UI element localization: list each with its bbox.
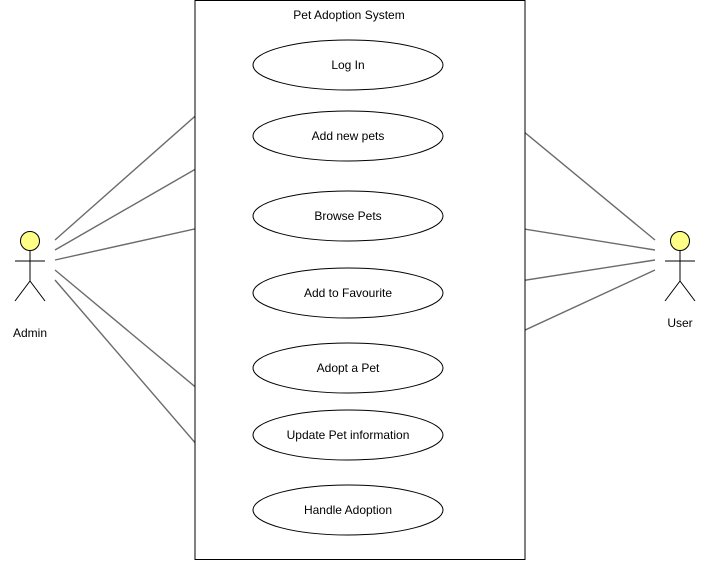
use-case-label: Adopt a Pet: [317, 361, 380, 375]
actor-right-leg: [29, 280, 46, 302]
actor-head-icon: [670, 231, 690, 251]
use-case-update-pet-information: Update Pet information: [252, 409, 444, 461]
use-case-label: Update Pet information: [287, 428, 410, 442]
use-case-label: Browse Pets: [314, 209, 381, 223]
use-case-label: Handle Adoption: [304, 503, 392, 517]
actor-label: User: [667, 316, 692, 330]
use-case-ellipse: [252, 484, 444, 536]
actor-user: User: [664, 231, 696, 330]
use-case-ellipse: [252, 39, 444, 91]
use-case-add-new-pets: Add new pets: [252, 110, 444, 162]
associations: [54, 64, 656, 511]
use-case-handle-adoption: Handle Adoption: [252, 484, 444, 536]
actor-label: Admin: [13, 326, 47, 340]
use-case-label: Add to Favourite: [304, 286, 392, 300]
use-case-ellipse: [252, 190, 444, 242]
system-boundary-group: Pet Adoption System: [194, 0, 526, 560]
system-title: Pet Adoption System: [293, 8, 404, 22]
system-boundary: [194, 0, 526, 560]
use-case-login: Log In: [252, 39, 444, 91]
actor-head-icon: [20, 231, 40, 251]
use-case-ellipse: [252, 267, 444, 319]
use-case-label: Log In: [331, 58, 364, 72]
actors: Admin User: [13, 231, 696, 340]
actor-admin: Admin: [13, 231, 47, 340]
use-case-label: Add new pets: [312, 129, 385, 143]
actor-right-leg: [679, 280, 696, 302]
use-case-ellipse: [252, 409, 444, 461]
actor-left-leg: [664, 280, 681, 302]
use-case-browse-pets: Browse Pets: [252, 190, 444, 242]
use-case-ellipse: [252, 342, 444, 394]
use-case-ellipse: [252, 110, 444, 162]
use-case-add-to-favourite: Add to Favourite: [252, 267, 444, 319]
actor-left-leg: [14, 280, 31, 302]
use-case-adopt-a-pet: Adopt a Pet: [252, 342, 444, 394]
